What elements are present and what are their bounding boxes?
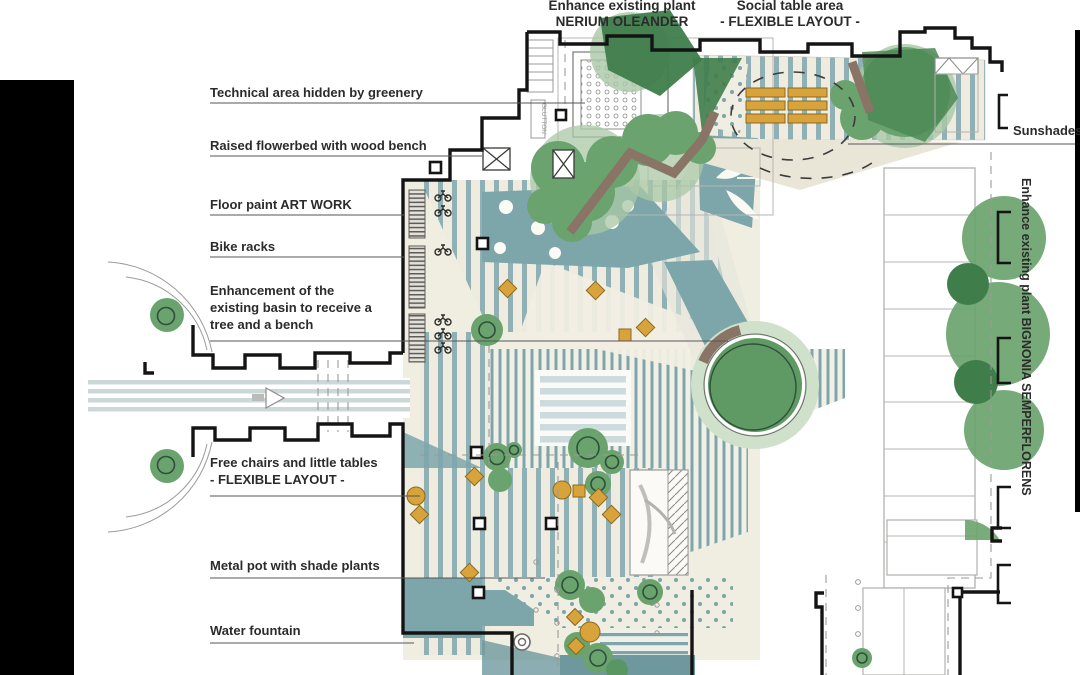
label-sunshades: Sunshades xyxy=(1013,123,1080,138)
left-edge-bar xyxy=(0,80,74,675)
label-water-fountain: Water fountain xyxy=(210,623,301,638)
svg-text:Enhance existing plant: Enhance existing plant xyxy=(548,0,696,13)
water-fountain-symbol xyxy=(513,633,531,651)
label-nerium: Enhance existing plant NERIUM OLEANDER xyxy=(548,0,696,29)
label-technical-area: Technical area hidden by greenery xyxy=(210,85,424,100)
svg-text:NERIUM OLEANDER: NERIUM OLEANDER xyxy=(556,14,689,29)
glutton-label: GLUTTON xyxy=(540,103,547,134)
label-basin-enhancement: Enhancement of the existing basin to rec… xyxy=(210,283,373,332)
flowerbed-bench xyxy=(566,60,875,235)
label-bignonia: Enhance existing plant BIGNONIA SEMPERFL… xyxy=(1019,178,1033,496)
svg-text:- FLEXIBLE LAYOUT -: - FLEXIBLE LAYOUT - xyxy=(720,14,860,29)
leader-lines xyxy=(210,102,1075,644)
label-free-chairs: Free chairs and little tables - FLEXIBLE… xyxy=(210,455,378,487)
sunshade-symbol xyxy=(934,57,979,133)
table-modules xyxy=(745,87,828,124)
direction-arrow xyxy=(252,386,286,410)
label-bike-racks: Bike racks xyxy=(210,239,275,254)
right-edge-bar xyxy=(1075,30,1080,512)
movable-furniture xyxy=(406,278,656,656)
bollard-posts xyxy=(428,108,964,600)
annotations: Technical area hidden by greenery Raised… xyxy=(210,0,1080,638)
plan-symbols xyxy=(420,57,992,675)
svg-text:Social table area: Social table area xyxy=(737,0,844,13)
svg-text:tree and a bench: tree and a bench xyxy=(210,317,313,332)
social-tables xyxy=(730,71,879,180)
svg-text:Free chairs and little tables: Free chairs and little tables xyxy=(210,455,378,470)
glutton-bin: GLUTTON xyxy=(530,99,547,139)
basin-tree xyxy=(691,321,819,449)
label-floor-paint: Floor paint ART WORK xyxy=(210,197,352,212)
label-metal-pot: Metal pot with shade plants xyxy=(210,558,380,573)
right-bracket-marks xyxy=(996,93,1011,605)
entrance-trees xyxy=(150,298,184,483)
label-social-table-area: Social table area - FLEXIBLE LAYOUT - xyxy=(720,0,860,29)
entrance xyxy=(88,261,410,533)
svg-text:Enhancement of the: Enhancement of the xyxy=(210,283,334,298)
bicycle-icons xyxy=(434,190,452,354)
label-raised-flowerbed: Raised flowerbed with wood bench xyxy=(210,138,427,153)
crossed-box-symbols xyxy=(482,147,575,179)
stairs xyxy=(526,39,554,93)
svg-text:existing basin to receive a: existing basin to receive a xyxy=(210,300,373,315)
building-walls xyxy=(143,26,1011,675)
bike-racks xyxy=(408,189,452,363)
svg-text:- FLEXIBLE LAYOUT -: - FLEXIBLE LAYOUT - xyxy=(210,472,345,487)
